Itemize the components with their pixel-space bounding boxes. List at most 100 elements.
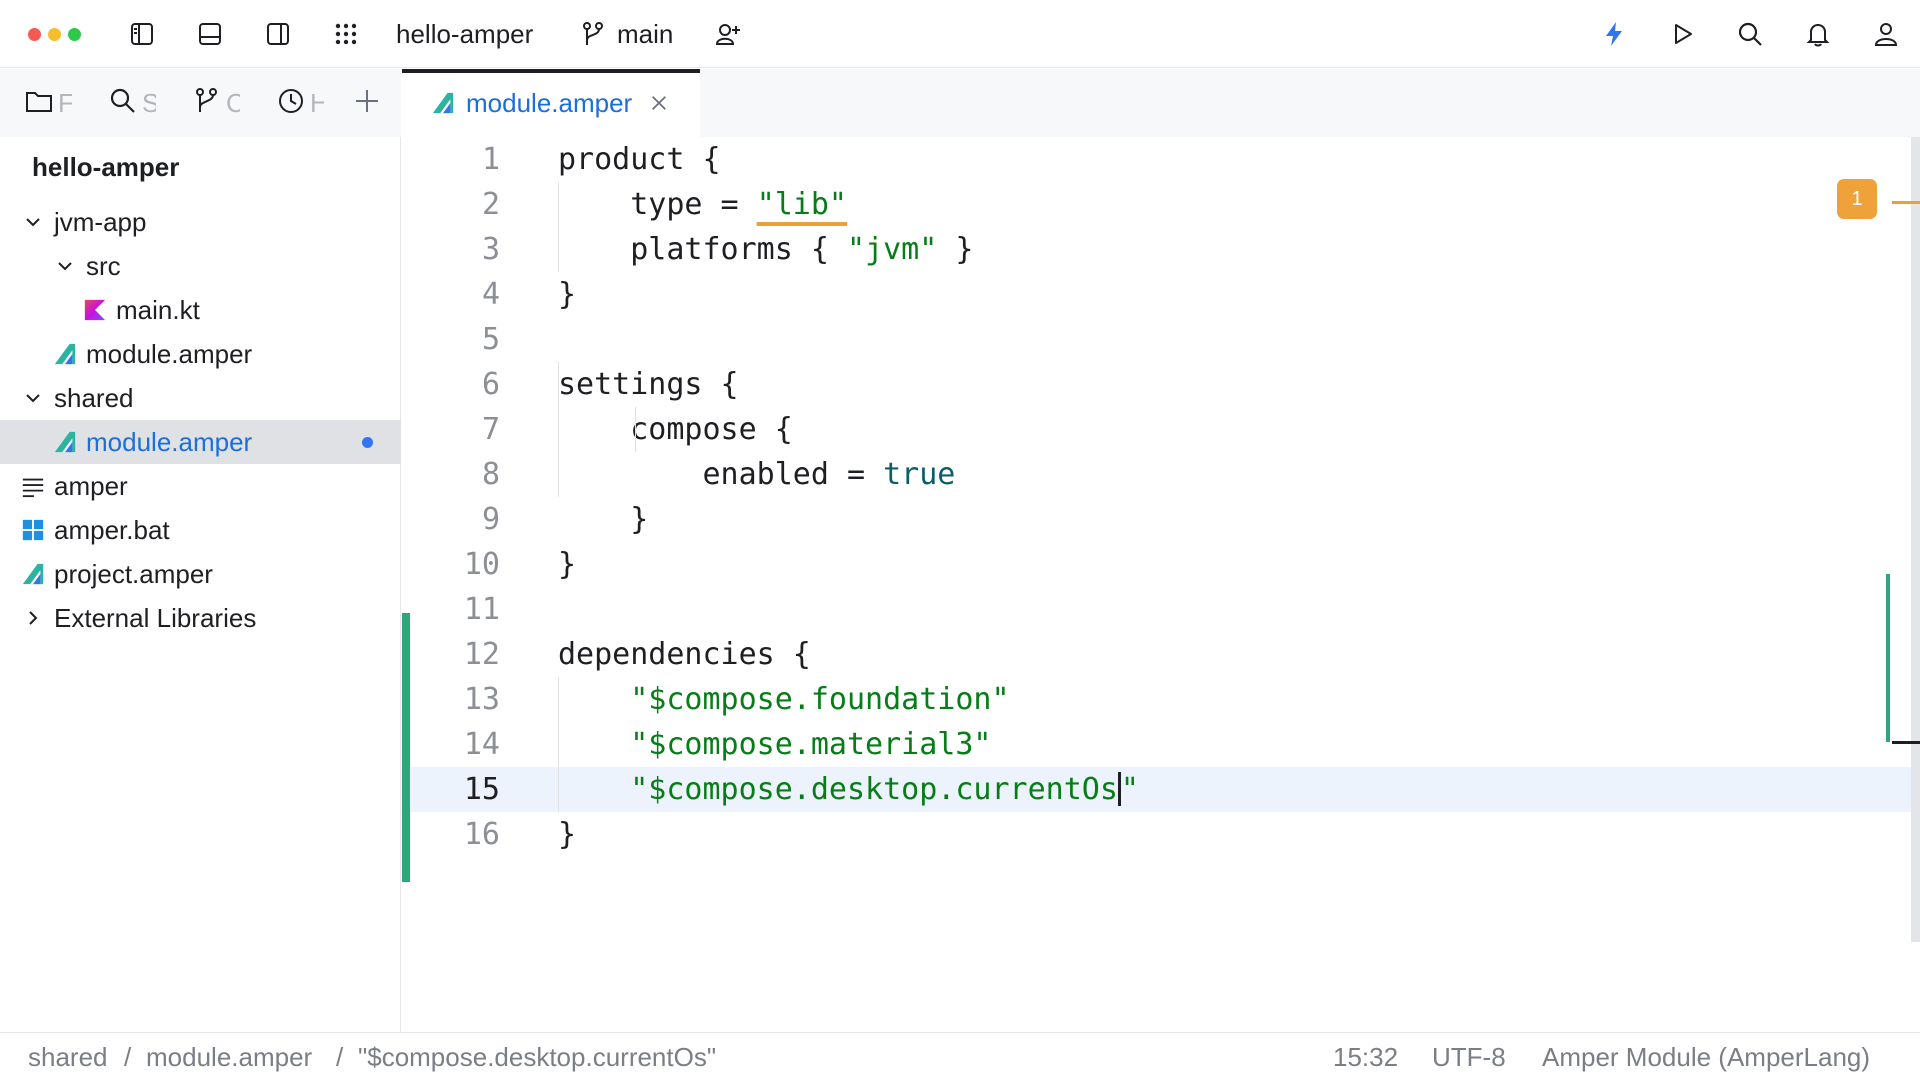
tree-item-project-amper[interactable]: project.amper bbox=[0, 552, 401, 596]
project-root[interactable]: hello-amper bbox=[32, 152, 180, 182]
code-line[interactable]: 5 bbox=[402, 317, 1920, 362]
line-number[interactable]: 8 bbox=[481, 457, 500, 492]
tree-item-amper-bat[interactable]: amper.bat bbox=[0, 508, 401, 552]
warnings-badge[interactable]: 1 bbox=[1837, 179, 1877, 219]
tree-item-shared[interactable]: shared bbox=[0, 376, 401, 420]
code-token: enabled = bbox=[558, 457, 884, 492]
account-icon[interactable] bbox=[1870, 18, 1902, 50]
tree-item-label: jvm-app bbox=[54, 206, 147, 237]
chevron-down-icon[interactable] bbox=[52, 253, 78, 279]
code-text: } bbox=[558, 497, 648, 542]
tree-item-main-kt[interactable]: main.kt bbox=[0, 288, 401, 332]
code-line[interactable]: 3 platforms { "jvm" } bbox=[402, 227, 1920, 272]
tree-item-module-amper[interactable]: module.amper bbox=[0, 332, 401, 376]
caret-stripe-marker bbox=[1892, 741, 1920, 744]
code-line[interactable]: 9 } bbox=[402, 497, 1920, 542]
tree-item-label: src bbox=[86, 250, 121, 281]
tree-item-label: shared bbox=[54, 382, 134, 413]
tree-item-label: main.kt bbox=[116, 294, 200, 325]
branch-icon[interactable] bbox=[577, 18, 609, 50]
code-line[interactable]: 15 "$compose.desktop.currentOs" bbox=[402, 767, 1920, 812]
tab-project[interactable]: F bbox=[24, 87, 72, 119]
code-line[interactable]: 2 type = "lib" bbox=[402, 182, 1920, 227]
tree-item-shared-module-amper[interactable]: module.amper bbox=[0, 420, 401, 464]
window-close-button[interactable] bbox=[28, 28, 41, 41]
apps-grid-icon[interactable] bbox=[330, 18, 362, 50]
tree-item-jvm-app[interactable]: jvm-app bbox=[0, 200, 401, 244]
line-number[interactable]: 7 bbox=[481, 412, 500, 447]
add-tab-button[interactable] bbox=[352, 87, 382, 119]
code-token bbox=[558, 727, 630, 762]
code-line[interactable]: 10} bbox=[402, 542, 1920, 587]
search-icon[interactable] bbox=[1734, 18, 1766, 50]
tab-commit[interactable]: C bbox=[192, 87, 240, 119]
code-text: } bbox=[558, 812, 576, 857]
code-token: compose { bbox=[558, 412, 793, 447]
line-number[interactable]: 15 bbox=[463, 772, 500, 807]
tree-item-label: amper.bat bbox=[54, 514, 170, 545]
tab-search[interactable]: S bbox=[108, 87, 156, 119]
line-number[interactable]: 1 bbox=[481, 142, 500, 177]
code-line[interactable]: 4} bbox=[402, 272, 1920, 317]
warning-stripe-marker[interactable] bbox=[1892, 201, 1920, 204]
line-number[interactable]: 9 bbox=[481, 502, 500, 537]
tree-item-amper[interactable]: amper bbox=[0, 464, 401, 508]
code-line[interactable]: 6 settings { bbox=[402, 362, 1920, 407]
code-line[interactable]: 8 enabled = true bbox=[402, 452, 1920, 497]
add-user-icon[interactable] bbox=[712, 18, 744, 50]
vcs-stripe-marker[interactable] bbox=[1886, 574, 1890, 742]
chevron-down-icon[interactable] bbox=[20, 385, 46, 411]
amper-icon bbox=[52, 341, 78, 367]
line-number[interactable]: 3 bbox=[481, 232, 500, 267]
branch-name[interactable]: main bbox=[617, 19, 674, 49]
tab-history[interactable]: H bbox=[276, 87, 324, 119]
editor-tab-module-amper[interactable]: module.amper bbox=[402, 69, 700, 137]
lightning-icon[interactable] bbox=[1598, 18, 1630, 50]
code-line[interactable]: 14 "$compose.material3" bbox=[402, 722, 1920, 767]
project-panel-icon[interactable] bbox=[126, 18, 158, 50]
bell-icon[interactable] bbox=[1802, 18, 1834, 50]
line-number[interactable]: 12 bbox=[463, 637, 500, 672]
right-panel-icon[interactable] bbox=[262, 18, 294, 50]
line-number[interactable]: 2 bbox=[481, 187, 500, 222]
text-caret bbox=[1117, 771, 1121, 806]
file-language[interactable]: Amper Module (AmperLang) bbox=[1542, 1042, 1871, 1072]
line-number[interactable]: 10 bbox=[463, 547, 500, 582]
project-name[interactable]: hello-amper bbox=[396, 19, 534, 49]
code-token: platforms { bbox=[558, 232, 847, 267]
line-number[interactable]: 5 bbox=[481, 322, 500, 357]
code-text: settings { bbox=[558, 362, 739, 407]
file-encoding[interactable]: UTF-8 bbox=[1432, 1042, 1506, 1072]
window-zoom-button[interactable] bbox=[68, 28, 81, 41]
close-icon[interactable] bbox=[648, 92, 670, 114]
caret-position[interactable]: 15:32 bbox=[1333, 1042, 1399, 1072]
breadcrumb-element[interactable]: "$compose.desktop.currentOs" bbox=[358, 1042, 717, 1072]
tree-item-external-libraries[interactable]: External Libraries bbox=[0, 596, 401, 640]
line-number[interactable]: 16 bbox=[463, 817, 500, 852]
code-line[interactable]: 7 compose { bbox=[402, 407, 1920, 452]
code-line[interactable]: 13 "$compose.foundation" bbox=[402, 677, 1920, 722]
window-minimize-button[interactable] bbox=[48, 28, 61, 41]
breadcrumb-module-amper[interactable]: module.amper bbox=[146, 1042, 313, 1072]
breadcrumb-shared[interactable]: shared bbox=[28, 1042, 108, 1072]
indent-guide bbox=[635, 407, 636, 452]
code-line[interactable]: 16} bbox=[402, 812, 1920, 857]
line-number[interactable]: 6 bbox=[481, 367, 500, 402]
code-token: type = bbox=[558, 187, 757, 222]
run-icon[interactable] bbox=[1666, 18, 1698, 50]
vcs-change-marker[interactable] bbox=[402, 613, 410, 882]
chevron-right-icon[interactable] bbox=[20, 605, 46, 631]
code-token bbox=[558, 682, 630, 717]
line-number[interactable]: 11 bbox=[463, 592, 500, 627]
vertical-scrollbar[interactable] bbox=[1911, 137, 1920, 942]
chevron-down-icon[interactable] bbox=[20, 209, 46, 235]
bottom-panel-icon[interactable] bbox=[194, 18, 226, 50]
line-number[interactable]: 13 bbox=[463, 682, 500, 717]
line-number[interactable]: 4 bbox=[481, 277, 500, 312]
line-number[interactable]: 14 bbox=[463, 727, 500, 762]
tree-item-src[interactable]: src bbox=[0, 244, 401, 288]
code-line[interactable]: 11 bbox=[402, 587, 1920, 632]
